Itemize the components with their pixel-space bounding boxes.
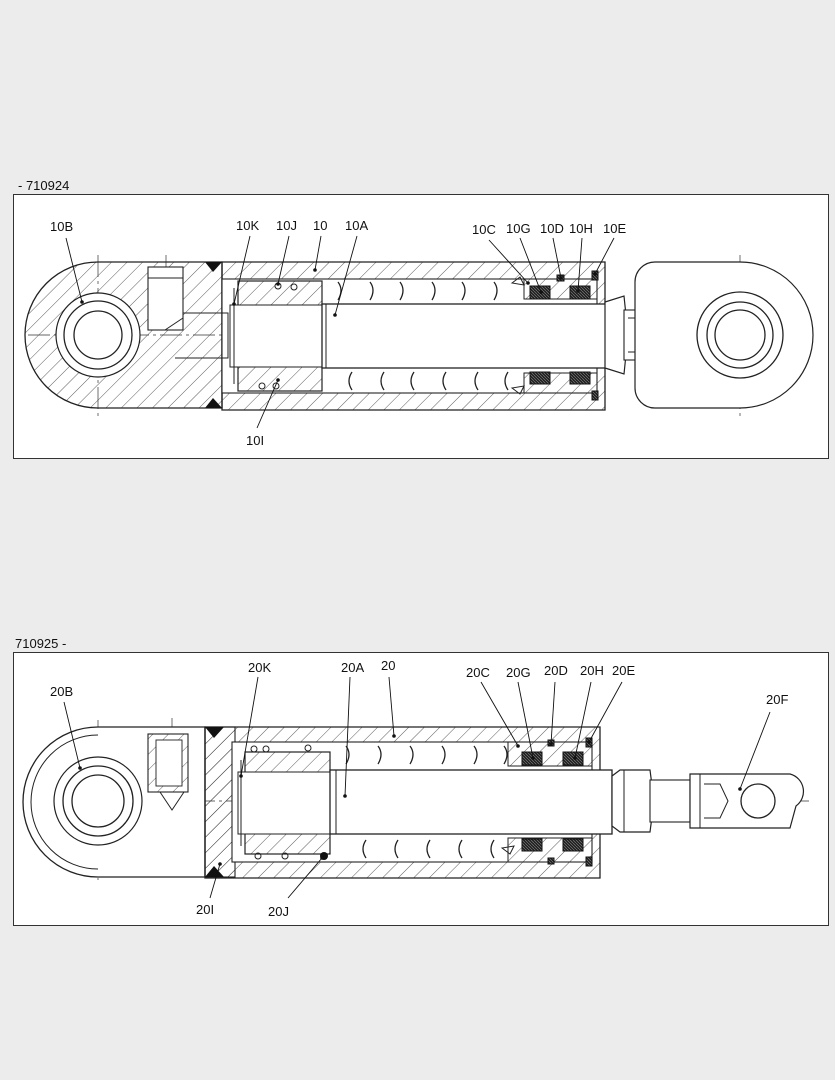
cylinder-assembly-bottom: 20B 20K 20A 20 20C 20G 20D 20H 20E 20F 2… <box>22 658 812 919</box>
callout-10D: 10D <box>540 221 564 236</box>
callout-20: 20 <box>381 658 395 673</box>
callout-10J: 10J <box>276 218 297 233</box>
weld-mark <box>205 262 222 272</box>
eye-bushing-outer <box>55 292 141 378</box>
callout-10C: 10C <box>472 222 496 237</box>
callout-20I: 20I <box>196 902 214 917</box>
cylinder-assembly-top: 10B 10K 10J 10 10A 10C 10G 10D 10H 10E 1… <box>24 218 814 448</box>
rod-clevis <box>689 773 805 829</box>
callout-20J: 20J <box>268 904 289 919</box>
callout-20G: 20G <box>506 665 531 680</box>
spring <box>258 281 509 391</box>
callout-20E: 20E <box>612 663 635 678</box>
rod-nut <box>611 769 655 833</box>
callout-10A: 10A <box>345 218 368 233</box>
callout-20K: 20K <box>248 660 271 675</box>
weld-mark <box>205 398 222 408</box>
callout-20F: 20F <box>766 692 788 707</box>
callout-10I: 10I <box>246 433 264 448</box>
callout-10G: 10G <box>506 221 531 236</box>
leader-lines <box>63 676 771 899</box>
leader-lines <box>65 235 615 429</box>
callout-20A: 20A <box>341 660 364 675</box>
callout-20C: 20C <box>466 665 490 680</box>
spring <box>250 744 508 860</box>
callout-20H: 20H <box>580 663 604 678</box>
port-boss <box>147 266 184 331</box>
callout-20B: 20B <box>50 684 73 699</box>
weld-mark <box>205 727 224 738</box>
callout-20D: 20D <box>544 663 568 678</box>
serial-range-top: - 710924 <box>18 178 70 193</box>
callout-10: 10 <box>313 218 327 233</box>
callout-10K: 10K <box>236 218 259 233</box>
callout-10B: 10B <box>50 219 73 234</box>
piston-rod <box>321 303 611 369</box>
rod-eye <box>634 261 814 409</box>
eye-bushing-outer <box>53 756 143 846</box>
piston-rod <box>329 769 613 835</box>
callout-10H: 10H <box>569 221 593 236</box>
callout-10E: 10E <box>603 221 626 236</box>
serial-range-bottom: 710925 - <box>15 636 67 651</box>
weld-mark <box>205 866 224 877</box>
